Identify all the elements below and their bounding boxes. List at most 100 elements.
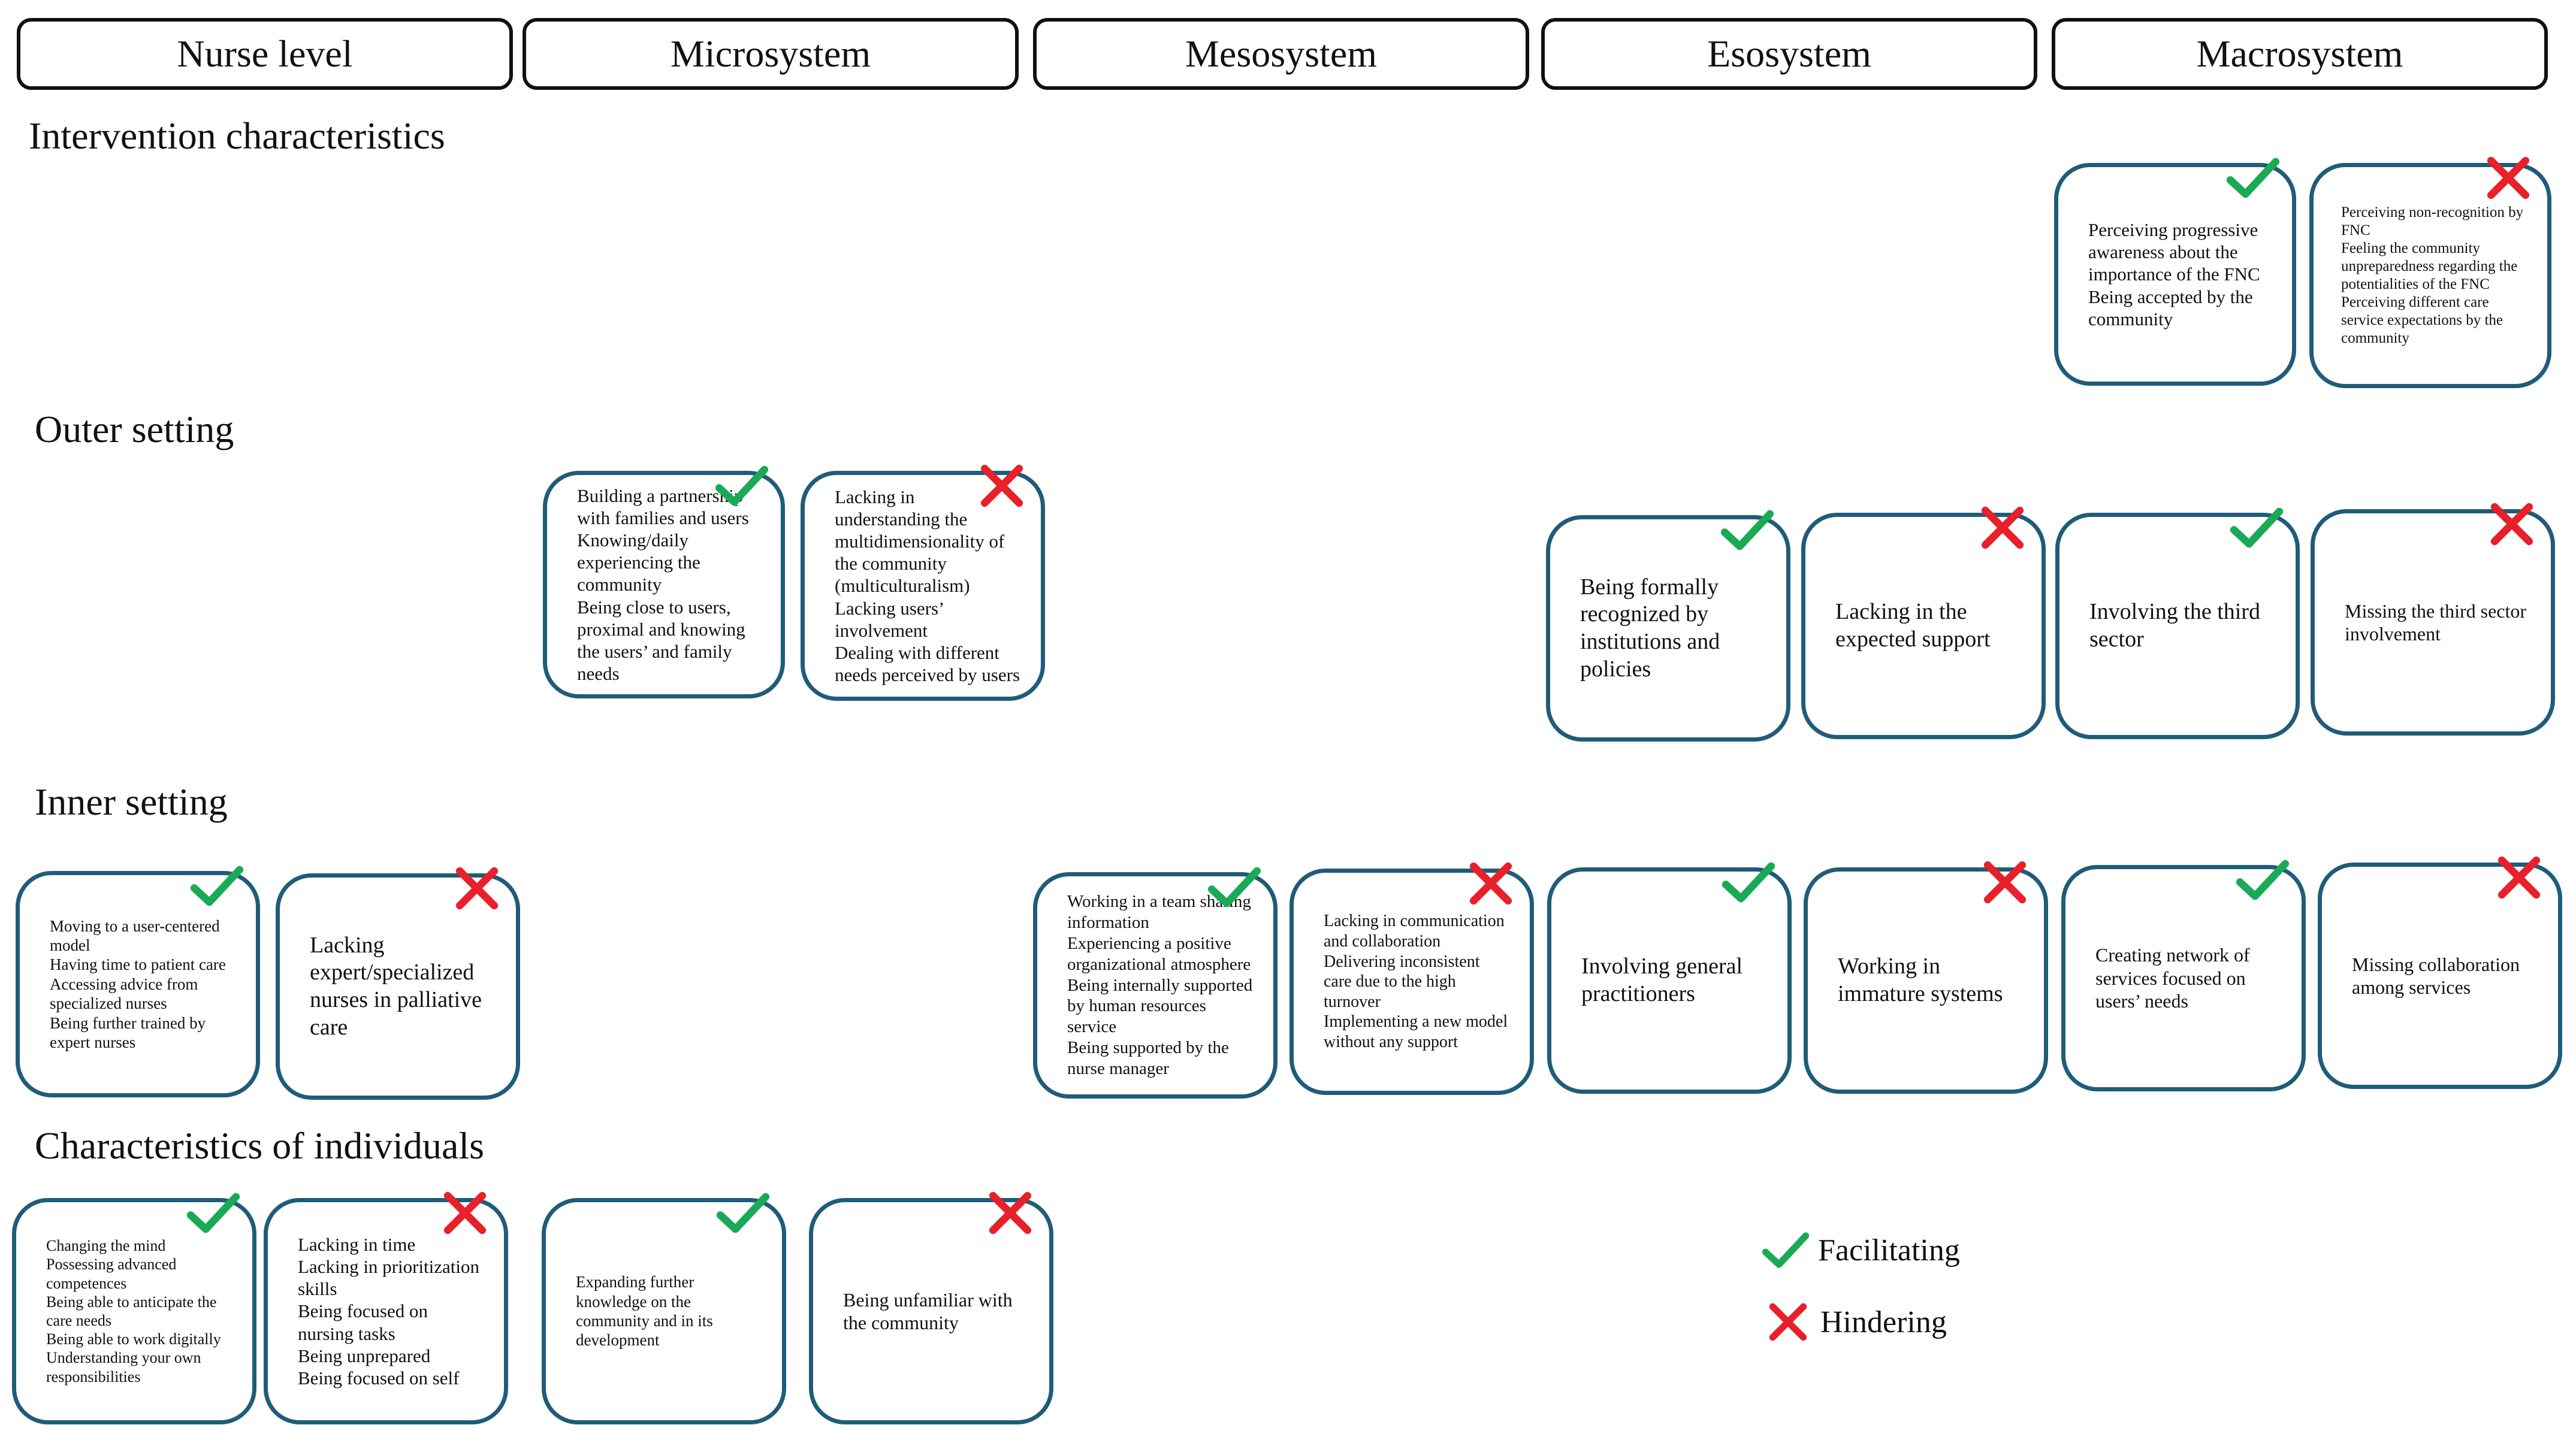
card-line: Dealing with different needs perceived b… bbox=[835, 642, 1020, 686]
card-ic-macro-facilitating: Perceiving progressive awareness about t… bbox=[2054, 158, 2296, 386]
cross-icon bbox=[1469, 862, 1512, 905]
card-line: Perceiving different care service expect… bbox=[2341, 294, 2503, 346]
card-line: Having time to patient care bbox=[50, 955, 226, 974]
card-is-eso-facilitating: Involving general practitioners bbox=[1547, 862, 1792, 1094]
column-header-macrosystem: Macrosystem bbox=[2052, 18, 2548, 90]
check-icon bbox=[1207, 867, 1261, 907]
card-line: Involving the third sector bbox=[2089, 599, 2260, 652]
card-line: Lacking in understanding the multidimens… bbox=[835, 486, 1005, 597]
card-line: Being unfamiliar with the community bbox=[843, 1288, 1013, 1333]
check-icon bbox=[2236, 860, 2290, 900]
card-line: Experiencing a positive organizational a… bbox=[1067, 934, 1251, 974]
card-os-macro-facilitating: Involving the third sector bbox=[2055, 507, 2300, 739]
card-os-eso-hindering: Lacking in the expected support bbox=[1801, 506, 2046, 739]
card-ci-micro-hindering: Being unfamiliar with the community bbox=[809, 1191, 1053, 1424]
legend-facilitating: Facilitating bbox=[1762, 1229, 1960, 1271]
cross-icon bbox=[455, 867, 499, 910]
card-os-micro-hindering: Lacking in understanding the multidimens… bbox=[801, 464, 1045, 701]
check-icon bbox=[2226, 158, 2280, 198]
card-line: Being close to users, proximal and knowi… bbox=[577, 596, 745, 685]
card-line: Being further trained by expert nurses bbox=[50, 1014, 206, 1051]
card-os-macro-hindering: Missing the third sector involvement bbox=[2311, 503, 2555, 736]
card-is-eso-hindering: Working in immature systems bbox=[1804, 861, 2048, 1094]
section-title-individuals: Characteristics of individuals bbox=[35, 1124, 485, 1167]
card-line: Implementing a new model without any sup… bbox=[1324, 1012, 1508, 1051]
card-is-macro-hindering: Missing collaboration among services bbox=[2318, 856, 2562, 1089]
card-text: Expanding further knowledge on the commu… bbox=[576, 1272, 764, 1350]
card-text: Lacking in the expected support bbox=[1835, 598, 2024, 653]
cross-icon bbox=[1769, 1303, 1807, 1341]
card-line: Being focused on self bbox=[298, 1367, 460, 1388]
card-ci-micro-facilitating: Expanding further knowledge on the commu… bbox=[542, 1193, 786, 1424]
card-text: Lacking in understanding the multidimens… bbox=[835, 486, 1023, 686]
legend-facilitating-label: Facilitating bbox=[1818, 1233, 1960, 1267]
card-os-micro-facilitating: Building a partnership with families and… bbox=[543, 465, 785, 698]
section-title-outer-setting: Outer setting bbox=[35, 408, 234, 450]
card-line: Being able to anticipate the care needs bbox=[46, 1293, 217, 1329]
card-text: Working in immature systems bbox=[1838, 953, 2026, 1008]
card-line: Working in immature systems bbox=[1838, 954, 2003, 1006]
section-title-intervention: Intervention characteristics bbox=[29, 114, 445, 157]
card-line: Being formally recognized by institution… bbox=[1580, 574, 1720, 682]
card-line: Moving to a user-centered model bbox=[50, 916, 220, 955]
cross-icon bbox=[2498, 856, 2541, 899]
check-icon bbox=[1762, 1232, 1810, 1268]
card-line: Missing collaboration among services bbox=[2352, 953, 2520, 998]
card-line: Understanding your own responsibilities bbox=[46, 1349, 201, 1385]
section-title-inner-setting: Inner setting bbox=[35, 781, 228, 823]
card-line: Lacking users’ involvement bbox=[835, 597, 944, 641]
cross-icon bbox=[1981, 506, 2024, 549]
card-line: Lacking in time bbox=[298, 1233, 416, 1255]
card-line: Lacking in prioritization skills bbox=[298, 1256, 480, 1300]
card-line: Being focused on nursing tasks bbox=[298, 1300, 428, 1344]
card-line: Being internally supported by human reso… bbox=[1067, 975, 1253, 1037]
legend-hindering: Hindering bbox=[1764, 1301, 1947, 1343]
card-line: Perceiving progressive awareness about t… bbox=[2088, 219, 2260, 285]
legend-hindering-label: Hindering bbox=[1820, 1305, 1947, 1339]
card-text: Being unfamiliar with the community bbox=[843, 1288, 1031, 1335]
card-text: Missing the third sector involvement bbox=[2345, 600, 2533, 646]
card-line: Creating network of services focused on … bbox=[2095, 944, 2250, 1012]
check-icon bbox=[186, 1193, 240, 1233]
cross-icon bbox=[443, 1191, 487, 1235]
card-line: Involving general practitioners bbox=[1581, 954, 1743, 1006]
cross-icon bbox=[2487, 156, 2530, 199]
card-line: Being able to work digitally bbox=[46, 1330, 221, 1348]
card-line: Lacking in the expected support bbox=[1835, 599, 1991, 652]
card-line: Possessing advanced competences bbox=[46, 1256, 177, 1292]
check-icon bbox=[715, 465, 769, 506]
column-header-nurse-level: Nurse level bbox=[17, 18, 513, 90]
card-text: Involving general practitioners bbox=[1581, 953, 1769, 1008]
card-text: Being formally recognized by institution… bbox=[1580, 574, 1768, 683]
card-line: Being supported by the nurse manager bbox=[1067, 1037, 1229, 1078]
column-header-microsystem: Microsystem bbox=[523, 18, 1019, 90]
card-is-macro-facilitating: Creating network of services focused on … bbox=[2061, 860, 2306, 1091]
card-os-eso-facilitating: Being formally recognized by institution… bbox=[1546, 510, 1790, 742]
card-is-nurse-hindering: Lacking expert/specialized nurses in pal… bbox=[276, 867, 520, 1100]
card-line: Missing the third sector involvement bbox=[2345, 600, 2527, 645]
card-line: Lacking in communication and collaborati… bbox=[1324, 912, 1505, 951]
check-icon bbox=[716, 1193, 770, 1233]
card-line: Feeling the community unpreparedness reg… bbox=[2341, 240, 2518, 292]
check-icon bbox=[190, 866, 244, 906]
card-text: Perceiving progressive awareness about t… bbox=[2088, 219, 2268, 330]
card-text: Building a partnership with families and… bbox=[577, 485, 763, 685]
cross-icon bbox=[980, 464, 1023, 507]
cross-icon bbox=[989, 1191, 1032, 1235]
check-icon bbox=[2230, 507, 2284, 548]
check-icon bbox=[1722, 862, 1775, 903]
card-is-meso-hindering: Lacking in communication and collaborati… bbox=[1289, 862, 1534, 1095]
column-header-esosystem: Esosystem bbox=[1541, 18, 2037, 90]
card-line: Lacking expert/specialized nurses in pal… bbox=[310, 932, 482, 1040]
card-line: Perceiving non-recognition by FNC bbox=[2341, 204, 2524, 238]
card-text: Lacking in communication and collaborati… bbox=[1324, 911, 1512, 1052]
